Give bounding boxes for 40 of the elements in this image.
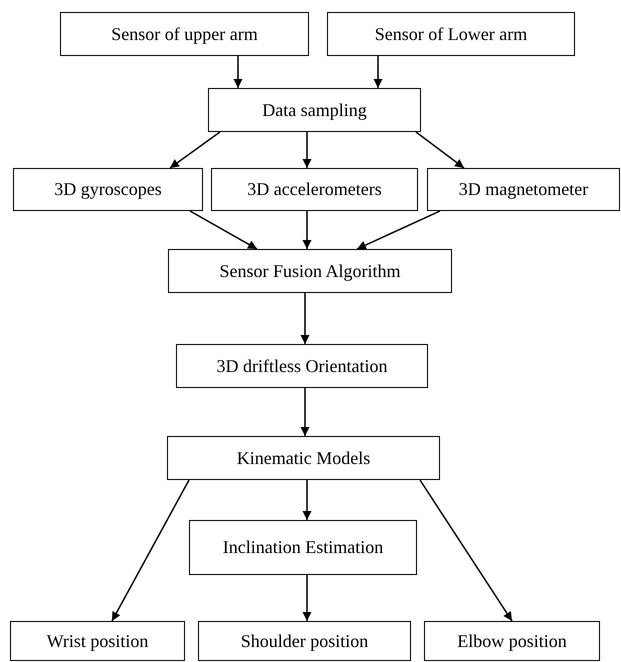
process-box bbox=[10, 621, 185, 661]
box-label: 3D magnetometer bbox=[458, 179, 588, 200]
box-label: Shoulder position bbox=[240, 630, 368, 652]
process-box bbox=[176, 344, 428, 388]
arrow bbox=[416, 131, 464, 169]
box-label: 3D driftless Orientation bbox=[216, 356, 388, 376]
process-box bbox=[424, 621, 600, 661]
process-box bbox=[60, 12, 309, 56]
box-label: Sensor of upper arm bbox=[111, 24, 258, 44]
box-label: Wrist position bbox=[46, 630, 148, 652]
arrow bbox=[300, 388, 310, 436]
arrow bbox=[234, 56, 242, 88]
arrow bbox=[356, 210, 440, 250]
box-label: Inclination Estimation bbox=[222, 537, 384, 558]
arrow bbox=[170, 131, 220, 169]
arrow bbox=[302, 132, 312, 168]
box-label: 3D gyroscopes bbox=[54, 179, 162, 200]
box-label: 3D accelerometers bbox=[247, 179, 382, 200]
box-label: Sensor Fusion Algorithm bbox=[219, 260, 401, 282]
box-label: Data sampling bbox=[262, 100, 367, 120]
arrow bbox=[190, 210, 258, 250]
box-label: Sensor of Lower arm bbox=[374, 24, 528, 44]
process-box bbox=[427, 168, 620, 211]
box-label: Kinematic Models bbox=[236, 448, 370, 468]
process-box bbox=[168, 249, 452, 293]
arrow bbox=[302, 575, 312, 621]
process-box bbox=[189, 520, 417, 575]
arrow bbox=[419, 480, 513, 622]
process-box bbox=[167, 436, 440, 480]
process-box bbox=[208, 88, 421, 132]
arrow bbox=[302, 480, 312, 520]
box-label: Elbow position bbox=[457, 630, 567, 652]
arrow bbox=[374, 56, 382, 88]
process-box bbox=[327, 12, 575, 56]
process-box bbox=[13, 168, 203, 211]
arrow bbox=[111, 480, 190, 622]
process-box bbox=[198, 621, 411, 661]
arrow bbox=[302, 211, 312, 249]
arrow bbox=[300, 293, 310, 344]
process-box bbox=[211, 168, 418, 211]
